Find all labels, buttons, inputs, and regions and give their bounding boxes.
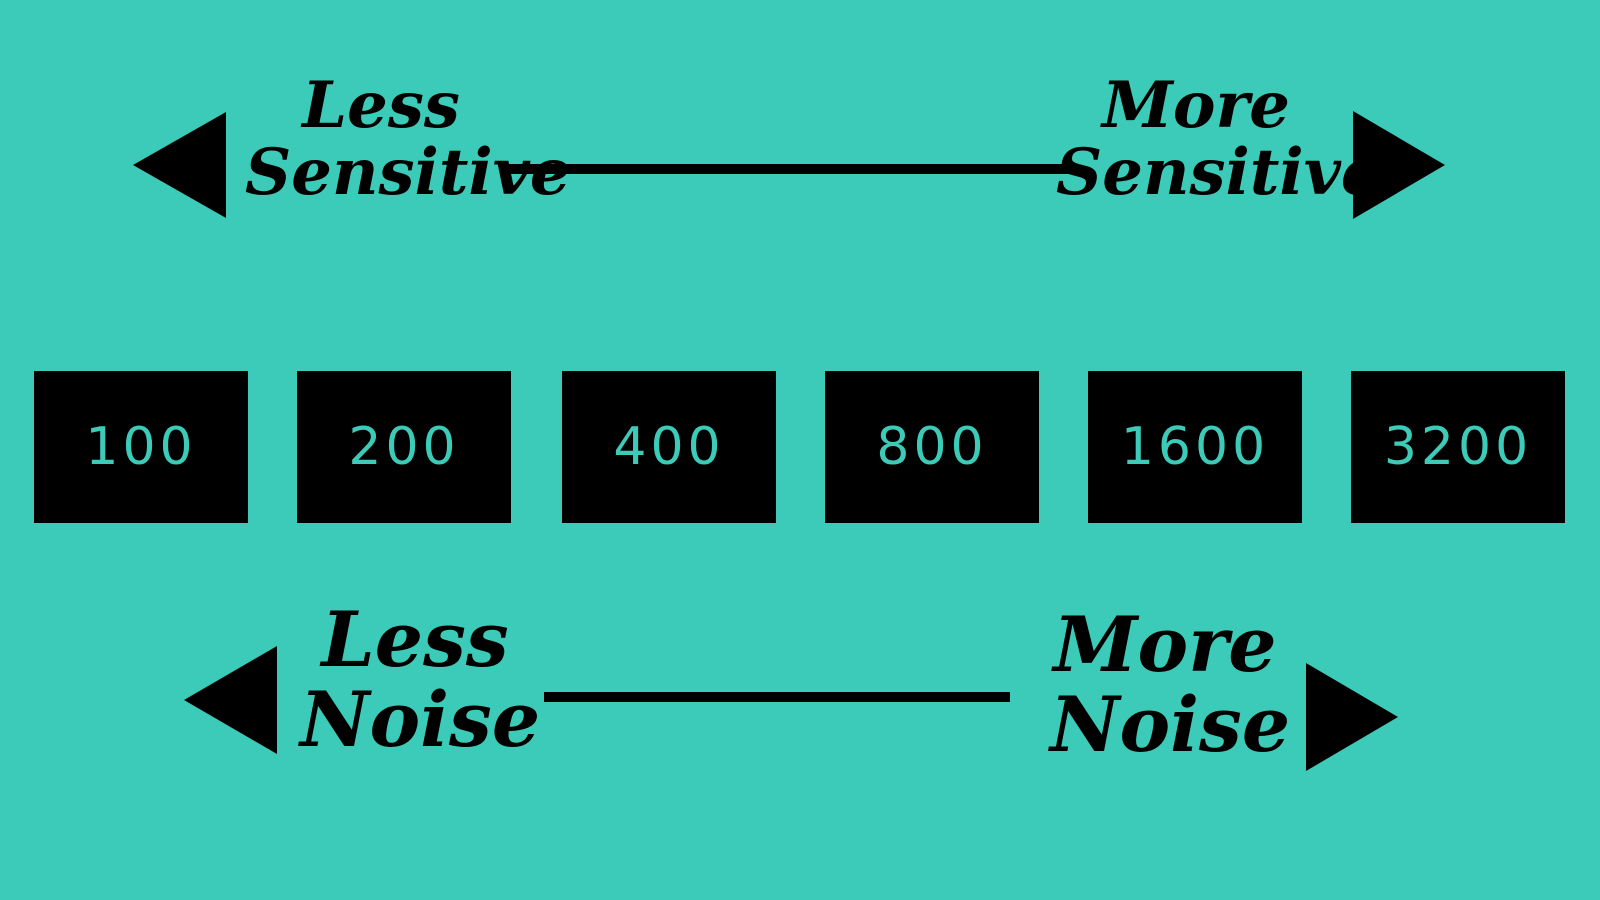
sensitivity-axis-line — [502, 164, 1072, 174]
iso-value-400: 400 — [613, 417, 725, 477]
triangle-left-icon — [184, 646, 277, 754]
more-sensitive-label: More Sensitive — [1056, 68, 1382, 211]
triangle-right-icon — [1353, 111, 1445, 219]
less-sensitive-line1: Less — [302, 68, 460, 143]
noise-axis-line — [544, 692, 1010, 702]
more-noise-line1: More — [1053, 600, 1277, 689]
more-sensitive-line2: Sensitive — [1056, 135, 1382, 211]
less-noise-line2: Noise — [300, 674, 541, 764]
more-noise-line2: Noise — [1050, 679, 1291, 769]
iso-value-200: 200 — [348, 417, 460, 477]
iso-box-800: 800 — [825, 371, 1039, 523]
iso-value-1600: 1600 — [1120, 417, 1270, 477]
iso-box-200: 200 — [297, 371, 511, 523]
iso-box-100: 100 — [34, 371, 248, 523]
less-noise-label: Less Noise — [300, 595, 541, 764]
less-sensitive-line2: Sensitive — [245, 135, 571, 211]
iso-value-800: 800 — [876, 417, 988, 477]
more-sensitive-line1: More — [1102, 68, 1290, 143]
iso-box-3200: 3200 — [1351, 371, 1565, 523]
less-noise-line1: Less — [321, 595, 509, 684]
more-noise-label: More Noise — [1050, 600, 1291, 769]
iso-value-3200: 3200 — [1383, 417, 1533, 477]
less-sensitive-label: Less Sensitive — [245, 68, 571, 211]
iso-box-400: 400 — [562, 371, 776, 523]
triangle-right-icon — [1306, 663, 1398, 771]
iso-box-1600: 1600 — [1088, 371, 1302, 523]
triangle-left-icon — [133, 112, 226, 218]
iso-value-100: 100 — [85, 417, 197, 477]
